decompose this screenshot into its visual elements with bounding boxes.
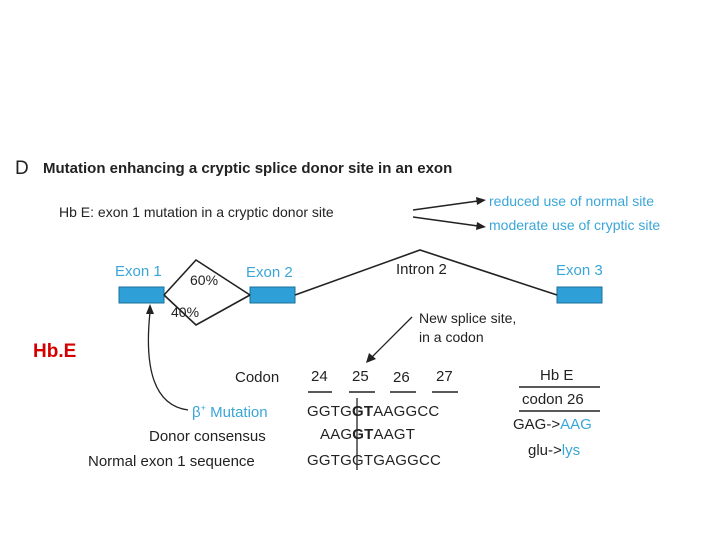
exon1-label: Exon 1 [115, 263, 162, 280]
codon-header: Codon [235, 369, 280, 386]
arrow-moderate [412, 216, 479, 227]
seq-normal: GGTGGTGAGGCC [307, 452, 442, 469]
panel-letter: D [15, 158, 29, 179]
codon-26: 26 [393, 369, 410, 386]
splice-line-bottom [163, 294, 251, 326]
arrowhead-moderate [476, 222, 486, 230]
hbe-box-change: GAG->AAG [513, 416, 592, 433]
row-label-mutation: β+ Mutation [192, 403, 268, 421]
new-site-line2: in a codon [419, 329, 484, 345]
side-label-hbe: Hb.E [33, 341, 77, 362]
exon3-label: Exon 3 [556, 262, 603, 279]
hbe-box-codon: codon 26 [522, 391, 584, 408]
row-label-normal: Normal exon 1 sequence [88, 453, 255, 470]
outcome-moderate: moderate use of cryptic site [489, 217, 661, 233]
codon-27: 27 [436, 368, 453, 385]
panel-title: Mutation enhancing a cryptic splice dono… [43, 160, 453, 177]
seq-mutation: GGTGGTAAGGCC [307, 403, 440, 420]
arrowhead-reduced [476, 197, 486, 205]
codon-24: 24 [311, 368, 328, 385]
seq-consensus: AAGGTAAGT [320, 426, 416, 443]
row-label-consensus: Donor consensus [149, 428, 266, 445]
intron2-label: Intron 2 [396, 261, 447, 278]
hbe-statement: Hb E: exon 1 mutation in a cryptic donor… [59, 204, 334, 220]
exon2-box [249, 286, 296, 304]
arrow-new-site [371, 316, 413, 358]
arrowhead-mutation [146, 304, 154, 314]
splice-line-top [163, 258, 251, 296]
exon3-box [556, 286, 603, 304]
arrow-reduced [412, 200, 479, 211]
codon-25: 25 [352, 368, 369, 385]
pct-bottom-label: 40% [171, 304, 200, 320]
hbe-box-title: Hb E [540, 367, 574, 384]
new-site-line1: New splice site, [419, 310, 517, 326]
exon1-box [118, 286, 165, 304]
arrow-mutation-curve [147, 311, 189, 411]
hbe-box-aa: glu->lys [528, 442, 581, 459]
pct-top-label: 60% [190, 272, 219, 288]
intron2-line [294, 249, 558, 296]
exon2-label: Exon 2 [246, 264, 293, 281]
outcome-reduced: reduced use of normal site [489, 193, 654, 209]
arrowhead-new-site [366, 353, 376, 363]
